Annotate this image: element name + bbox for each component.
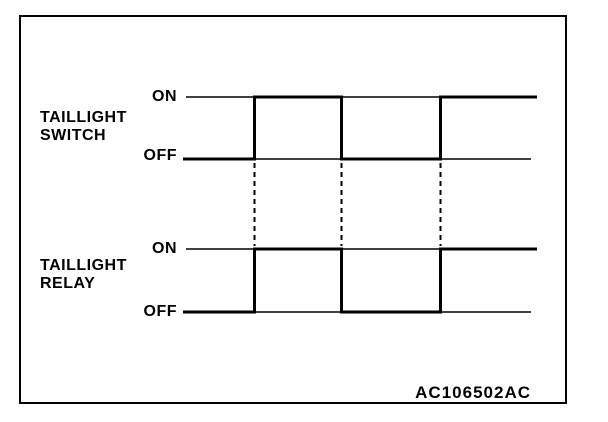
relay-signal-name-line1: TAILLIGHT bbox=[40, 257, 127, 274]
switch-off-label: OFF bbox=[143, 147, 177, 164]
switch-on-label: ON bbox=[152, 88, 177, 105]
switch-signal-name: TAILLIGHT SWITCH bbox=[40, 109, 127, 145]
diagram-border bbox=[19, 15, 567, 404]
transition-connector-lines bbox=[253, 163, 442, 246]
relay-signal-name-line2: RELAY bbox=[40, 275, 96, 292]
switch-signal-name-line1: TAILLIGHT bbox=[40, 109, 127, 126]
relay-signal-trace bbox=[183, 247, 537, 314]
switch-signal-trace bbox=[183, 95, 537, 161]
relay-signal-name: TAILLIGHT RELAY bbox=[40, 257, 127, 293]
figure-code: AC106502AC bbox=[415, 383, 531, 402]
relay-waveform bbox=[183, 247, 537, 314]
switch-signal-name-line2: SWITCH bbox=[40, 127, 107, 144]
switch-waveform bbox=[183, 95, 537, 161]
relay-on-label: ON bbox=[152, 240, 177, 257]
relay-off-label: OFF bbox=[143, 303, 177, 320]
